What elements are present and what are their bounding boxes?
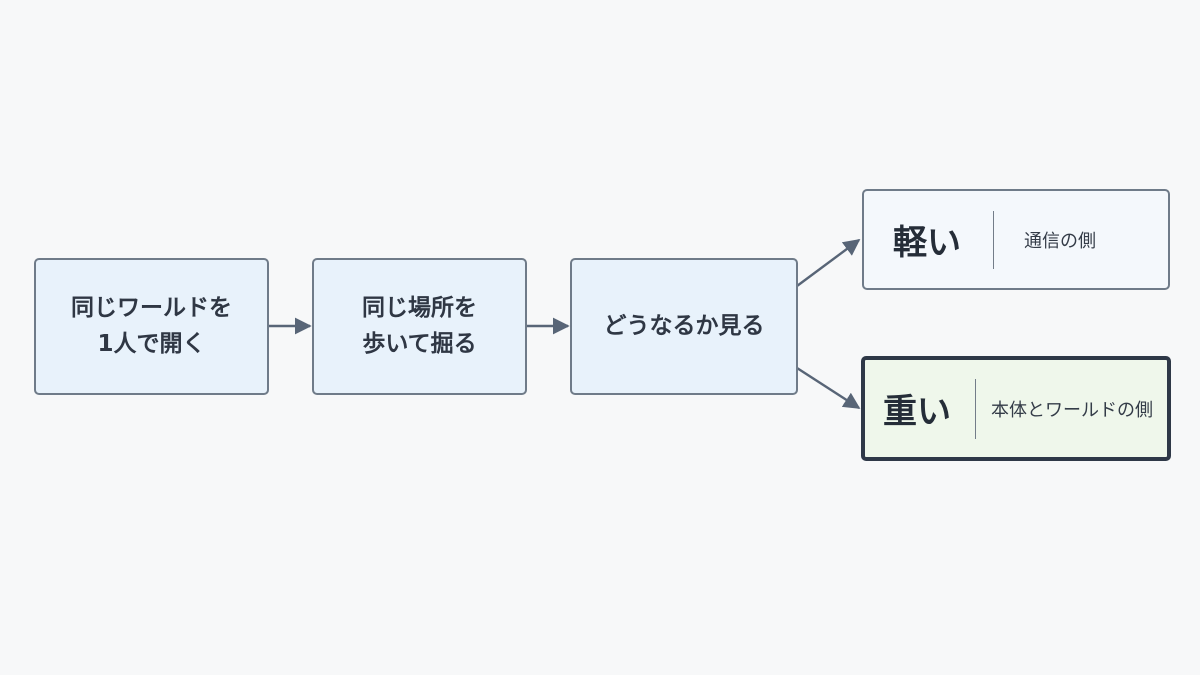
- arrow-watch-to-heavy: [796, 366, 861, 410]
- step-open-world-line2: 1人で開く: [97, 330, 206, 357]
- arrow-watch-to-light: [796, 238, 861, 287]
- step-walk-and-dig: 同じ場所を 歩いて掘る: [312, 258, 527, 395]
- step-open-world-label: 同じワールドを 1人で開く: [71, 291, 232, 362]
- step-walk-and-dig-line1: 同じ場所を: [362, 294, 477, 321]
- outcome-light-divider: [993, 210, 994, 269]
- outcome-light: 軽い 通信の側: [862, 189, 1170, 290]
- outcome-light-description: 通信の側: [1024, 230, 1096, 252]
- step-walk-and-dig-label: 同じ場所を 歩いて掘る: [362, 291, 477, 362]
- step-watch-result-line1: どうなるか見る: [603, 312, 765, 339]
- outcome-heavy-description: 本体とワールドの側: [991, 399, 1153, 421]
- outcome-heavy: 重い 本体とワールドの側: [861, 356, 1171, 461]
- step-watch-result-label: どうなるか見る: [604, 309, 765, 345]
- step-open-world-line1: 同じワールドを: [71, 294, 232, 321]
- outcome-light-title: 軽い: [893, 223, 961, 263]
- outcome-heavy-divider: [975, 378, 976, 439]
- step-walk-and-dig-line2: 歩いて掘る: [362, 330, 477, 357]
- outcome-heavy-title: 重い: [883, 392, 951, 432]
- step-watch-result: どうなるか見る: [570, 258, 798, 395]
- step-open-world: 同じワールドを 1人で開く: [34, 258, 269, 395]
